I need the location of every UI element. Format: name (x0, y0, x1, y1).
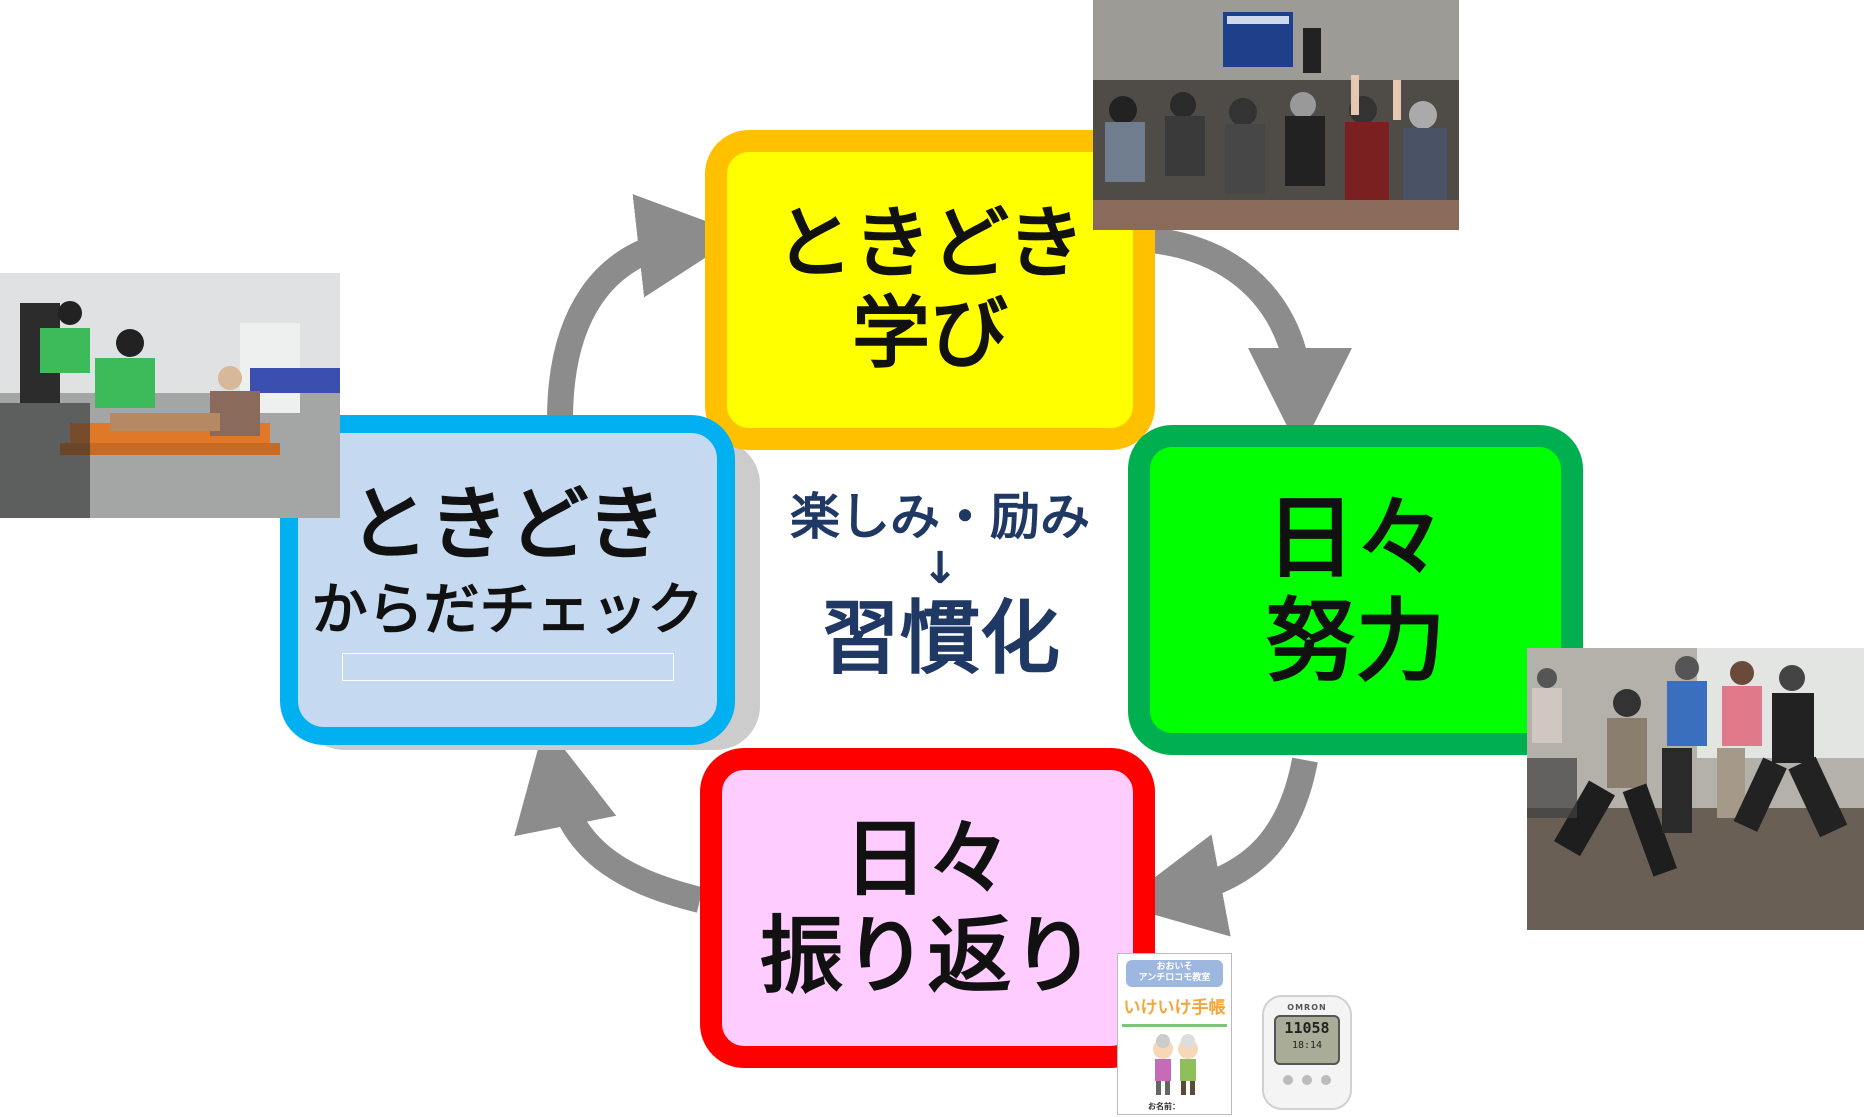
photo-exercise-art (1527, 648, 1864, 930)
arrow-right-to-bottom (1118, 757, 1318, 937)
box-left-line2: からだチェック (311, 577, 704, 643)
arrow-bottom-to-left (514, 724, 704, 913)
pedometer-button-middle (1301, 1075, 1312, 1085)
pedometer-screen: 11058 18:14 (1274, 1015, 1340, 1065)
photo-lecture-art (1093, 0, 1459, 230)
arrow-left-to-top (547, 194, 742, 421)
box-bottom-review: 日々 振り返り (700, 748, 1155, 1068)
pedometer-steps: 11058 (1284, 1019, 1330, 1037)
photo-exercise (1527, 648, 1864, 930)
booklet-divider (1122, 1023, 1227, 1027)
booklet-name-label: お名前： (1148, 1101, 1180, 1111)
center-arrow: ↓ (921, 543, 959, 594)
booklet-ikeike-techo: おおいそ アンチロコモ教室 いけいけ手帳 お名前： (1117, 953, 1232, 1115)
pedometer-brand: OMRON (1287, 1003, 1327, 1012)
photo-lecture (1093, 0, 1459, 230)
photo-body-check-art (0, 273, 340, 518)
box-left-underline (341, 653, 674, 682)
center-line1: 楽しみ・励み (790, 488, 1090, 546)
pedometer-time: 18:14 (1291, 1040, 1323, 1051)
box-top-line1: ときどき (775, 199, 1085, 290)
pedometer-buttons (1278, 1075, 1336, 1085)
booklet-illustration (1153, 1033, 1198, 1095)
box-right-line1: 日々 (1265, 485, 1446, 591)
photo-body-check (0, 273, 340, 518)
center-line2: 習慣化 (820, 592, 1060, 686)
box-bottom-line1: 日々 (843, 810, 1012, 909)
booklet-title: いけいけ手帳 (1123, 997, 1226, 1018)
box-left-body-check: ときどき からだチェック (280, 415, 735, 745)
box-top-learning: ときどき 学び (705, 130, 1155, 450)
pedometer-device: OMRON 11058 18:14 (1262, 995, 1352, 1110)
pedometer-button-left (1282, 1075, 1293, 1085)
box-bottom-line2: 振り返り (759, 907, 1096, 1005)
booklet-header: おおいそ アンチロコモ教室 (1126, 960, 1223, 987)
center-message: 楽しみ・励み ↓ 習慣化 (760, 490, 1120, 685)
box-left-line1: ときどき (348, 477, 667, 571)
booklet-line1: おおいそ (1156, 962, 1193, 972)
box-right-effort: 日々 努力 (1128, 425, 1583, 755)
box-top-line2: 学び (851, 289, 1008, 379)
arrow-top-to-right (1148, 227, 1352, 452)
booklet-line2: アンチロコモ教室 (1138, 973, 1211, 984)
box-right-line2: 努力 (1265, 589, 1446, 694)
pedometer-button-right (1321, 1075, 1332, 1085)
